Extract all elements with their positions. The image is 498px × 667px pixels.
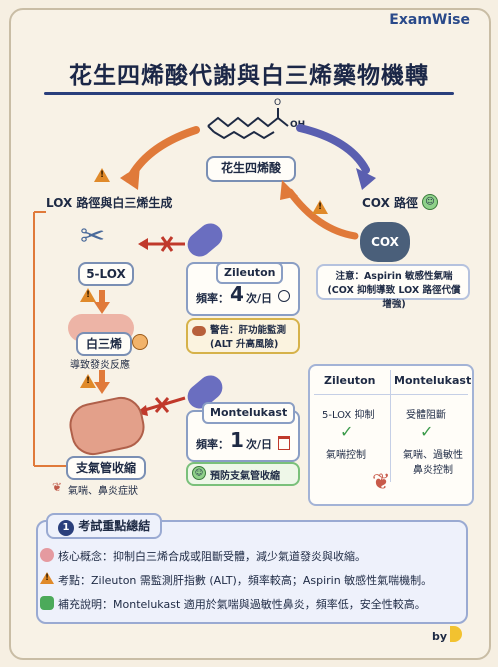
zileuton-freq-label: 頻率：	[196, 292, 229, 305]
smile-icon-2: ☺	[192, 466, 206, 480]
calendar-icon	[278, 436, 290, 450]
smile-icon: ☺	[422, 194, 438, 210]
warning-icon-cox: !	[312, 200, 328, 214]
compare-row1a: 5-LOX 抑制	[322, 410, 375, 421]
sad-face-icon	[132, 334, 148, 350]
compare-row1b: 受體阻斷	[406, 410, 446, 421]
warning-icon-2: !	[80, 288, 96, 302]
warning-icon-3: !	[80, 374, 96, 388]
montelukast-freq-label: 頻率：	[196, 438, 229, 451]
scissors-icon: ✂	[80, 219, 106, 254]
warning-icon: !	[94, 168, 110, 182]
zileuton-warning: 警告：肝功能監測 (ALT 升高風險)	[210, 325, 287, 350]
bronchoconstriction-effect: 氣喘、鼻炎症狀	[68, 486, 138, 497]
brain-icon	[40, 548, 54, 562]
lungs-icon-small: ❦	[52, 480, 63, 494]
compare-row2b: 氣喘、過敏性 鼻炎控制	[403, 450, 463, 476]
summary-row-3: 補充說明：Montelukast 適用於氣喘與過敏性鼻炎，頻率低，安全性較高。	[58, 598, 426, 611]
check-icon: ✓	[340, 422, 354, 441]
summary-row-1: 核心概念：抑制白三烯合成或阻斷受體，減少氣道發炎與收縮。	[58, 550, 366, 563]
montelukast-benefit-box: ☺ 預防支氣管收縮	[186, 462, 300, 486]
zileuton-card: Zileuton 頻率： 4 次/日	[186, 262, 300, 316]
title-underline	[44, 92, 454, 95]
warning-icon-summary: !	[40, 572, 54, 584]
summary-heading-pill: 1 考試重點總結	[46, 513, 163, 539]
lox-path-label: LOX 路徑與白三烯生成	[46, 196, 173, 210]
banana-icon	[450, 626, 462, 642]
cox-path-label: COX 路徑	[362, 196, 419, 210]
summary-row-2: 考點：Zileuton 需監測肝指數 (ALT)，頻率較高；Aspirin 敏感…	[58, 574, 433, 587]
zileuton-warning-box: 警告：肝功能監測 (ALT 升高風險)	[186, 318, 300, 354]
montelukast-benefit: 預防支氣管收縮	[210, 471, 280, 482]
zileuton-name: Zileuton	[216, 262, 284, 284]
lungs-icon: ❦	[372, 470, 391, 495]
molecule-o: O	[274, 98, 282, 108]
table-divider	[390, 370, 391, 482]
table-header-rule	[314, 394, 468, 395]
clock-icon	[278, 290, 290, 302]
summary-number: 1	[58, 520, 74, 536]
cox-note-box: 注意：Aspirin 敏感性氣喘 (COX 抑制導致 LOX 路徑代償增強)	[316, 264, 470, 310]
montelukast-freq-unit: 次/日	[246, 438, 273, 451]
compare-row2a: 氣喘控制	[326, 450, 366, 461]
shield-icon	[40, 596, 54, 610]
liver-icon	[192, 326, 206, 336]
montelukast-freq-num: 1	[230, 428, 244, 452]
arachidonic-acid-label: 花生四烯酸	[206, 156, 296, 182]
cox-enzyme: COX	[360, 222, 410, 262]
leukotriene-label: 白三烯	[76, 332, 132, 356]
summary-heading: 考試重點總結	[78, 519, 151, 533]
bronchoconstriction-label: 支氣管收縮	[66, 456, 146, 480]
montelukast-name: Montelukast	[202, 402, 296, 424]
5-lox-enzyme-label: 5-LOX	[78, 262, 134, 286]
leukotriene-effect: 導致發炎反應	[70, 360, 130, 371]
comparison-table: Zileuton Montelukast 5-LOX 抑制 受體阻斷 ✓ ✓ 氣…	[308, 364, 474, 506]
zileuton-freq-num: 4	[230, 282, 244, 306]
zileuton-freq-unit: 次/日	[246, 292, 273, 305]
byline: by	[432, 630, 448, 643]
cox-note: 注意：Aspirin 敏感性氣喘 (COX 抑制導致 LOX 路徑代償增強)	[327, 271, 461, 310]
page-title: 花生四烯酸代謝與白三烯藥物機轉	[69, 63, 429, 89]
compare-col2: Montelukast	[394, 374, 472, 387]
arachidonic-acid-structure	[207, 108, 289, 140]
brand-logo: ExamWise	[389, 12, 470, 28]
compare-col1: Zileuton	[324, 374, 376, 387]
montelukast-card: Montelukast 頻率： 1 次/日	[186, 402, 300, 462]
check-icon-2: ✓	[420, 422, 434, 441]
